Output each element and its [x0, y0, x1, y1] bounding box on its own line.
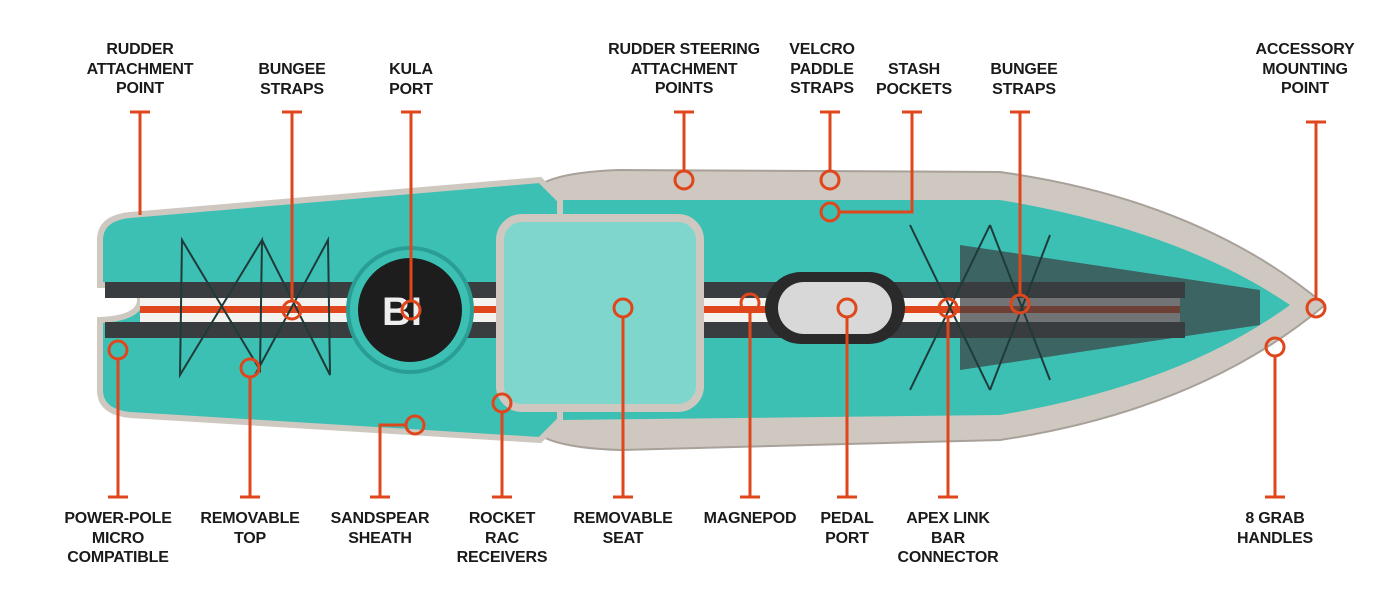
- callout-line-accessory-mounting-point: [1305, 120, 1327, 319]
- label-magnepod: MAGNEPOD: [703, 510, 797, 527]
- callout-line-stash-pockets: [819, 110, 922, 223]
- callout-line-rocket-rac: [491, 392, 513, 499]
- callout-line-bungee-straps-front: [1009, 110, 1031, 315]
- callout-line-apex-link: [937, 297, 959, 499]
- callout-line-removable-seat: [612, 297, 634, 499]
- kula-port-inner: [358, 258, 462, 362]
- callout-line-removable-top: [239, 357, 261, 499]
- callout-line-magnepod: [739, 292, 761, 499]
- callout-line-velcro-paddle-straps: [819, 110, 841, 191]
- callout-line-rudder-attachment-point: [130, 110, 150, 215]
- callout-line-kula-port: [400, 110, 422, 321]
- callout-line-bungee-straps-rear: [281, 110, 303, 321]
- callout-line-rudder-steering: [673, 110, 695, 191]
- seat: [496, 214, 704, 412]
- callout-line-grab-handles: [1264, 336, 1286, 499]
- callout-line-sandspear-sheath: [370, 414, 426, 499]
- callout-line-pedal-port: [836, 297, 858, 499]
- bungee-cords: [178, 224, 1051, 391]
- callout-line-power-pole: [107, 339, 129, 499]
- pedal-port-window: [778, 282, 892, 334]
